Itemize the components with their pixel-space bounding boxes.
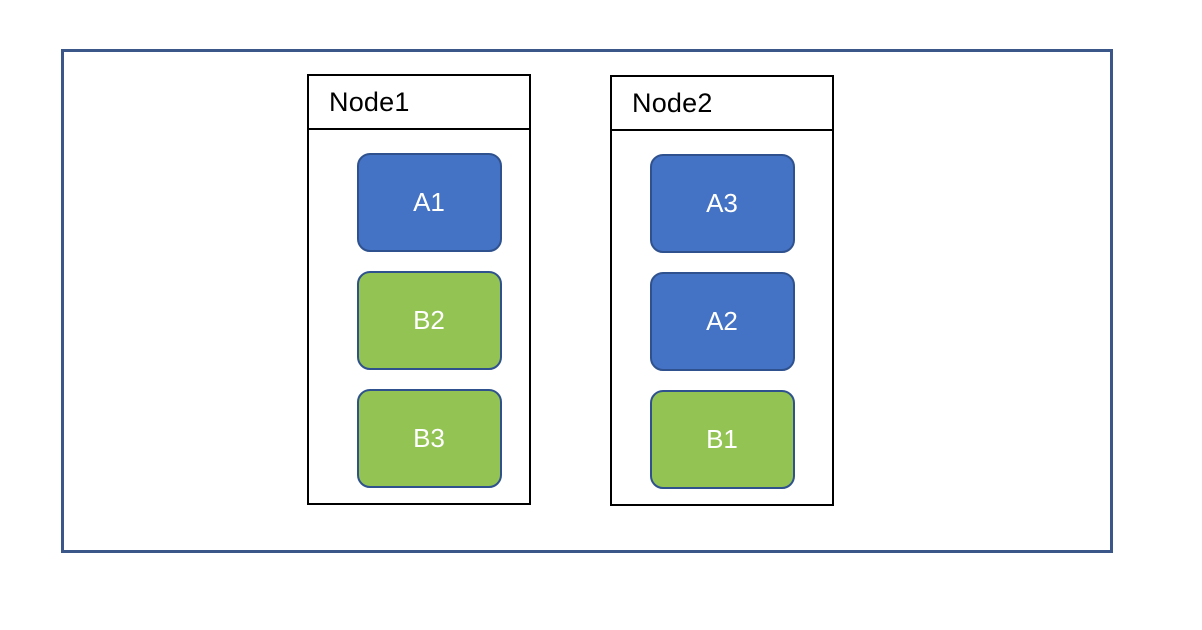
card-label: A3 (706, 188, 738, 218)
node-1-title: Node1 (309, 76, 529, 130)
card-label: B3 (413, 423, 445, 453)
outer-frame: Node1 A1 B2 B3 Node2 A3 A2 B1 (61, 49, 1113, 553)
node-2-container: Node2 A3 A2 B1 (610, 75, 834, 506)
node-2-card-a2: A2 (649, 272, 795, 371)
card-label: A2 (706, 306, 738, 336)
node-1-body: A1 B2 B3 (309, 130, 529, 488)
node-1-card-b2: B2 (356, 271, 502, 370)
node-1-card-a1: A1 (356, 153, 502, 252)
node-2-body: A3 A2 B1 (612, 131, 832, 489)
node-2-card-a3: A3 (649, 154, 795, 253)
node-2-card-b1: B1 (649, 390, 795, 489)
card-label: B2 (413, 305, 445, 335)
node-1-card-b3: B3 (356, 389, 502, 488)
card-label: B1 (706, 424, 738, 454)
node-1-container: Node1 A1 B2 B3 (307, 74, 531, 505)
node-2-title: Node2 (612, 77, 832, 131)
card-label: A1 (413, 187, 445, 217)
